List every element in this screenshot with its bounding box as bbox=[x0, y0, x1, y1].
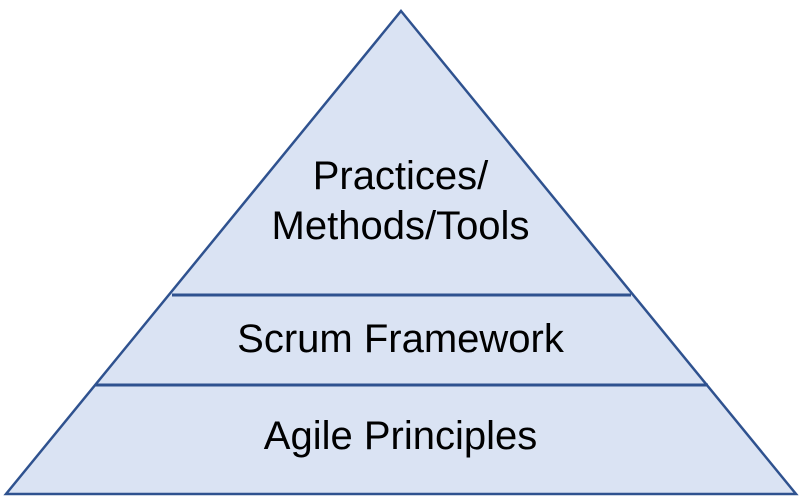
tier-label-line: Methods/Tools bbox=[271, 204, 530, 248]
pyramid-triangle bbox=[3, 9, 799, 496]
tier-label-scrum-framework: Scrum Framework bbox=[237, 317, 564, 361]
tier-label-practices-methods-tools: Practices/ Methods/Tools bbox=[0, 151, 801, 251]
tier-label-line: Practices/ bbox=[312, 154, 489, 198]
tier-label-agile-principles: Agile Principles bbox=[263, 414, 538, 458]
